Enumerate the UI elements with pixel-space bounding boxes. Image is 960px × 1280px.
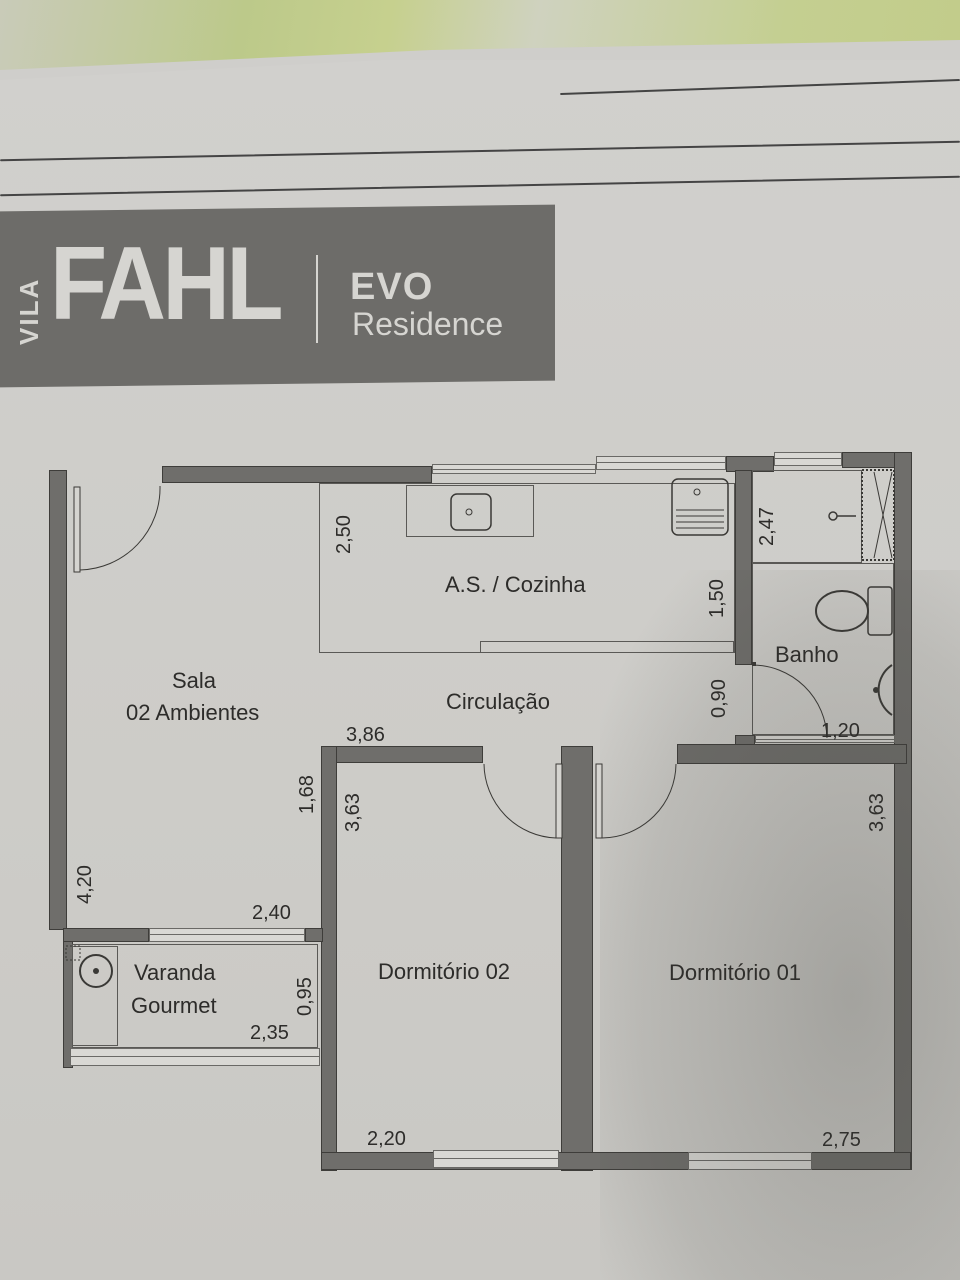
brand-product: EVO — [350, 266, 434, 308]
wall-bed2-left — [321, 746, 337, 1171]
dim-kitchen-height: 2,50 — [333, 515, 355, 554]
dim-kitchen-side: 1,50 — [706, 579, 728, 618]
bathroom-sink-icon — [873, 664, 893, 716]
bedroom1-door-swing-icon — [595, 763, 677, 839]
room-label-living: Sala — [172, 668, 217, 693]
wall-top-main — [162, 466, 432, 483]
toilet-icon — [815, 586, 893, 636]
bath-door-swing-icon — [751, 662, 828, 739]
wall-kitchen-bath — [735, 470, 752, 665]
room-label-kitchen: A.S. / Cozinha — [445, 572, 586, 597]
kitchen-counter — [406, 485, 534, 537]
kitchen-counter-bottom — [480, 641, 734, 653]
kitchen-window — [596, 456, 726, 470]
bedroom2-door-swing-icon — [483, 763, 563, 839]
dim-balcony-depth: 0,95 — [294, 977, 316, 1016]
wall-left-upper — [49, 470, 67, 930]
kitchen-window — [432, 464, 596, 474]
balcony-grill-icon — [65, 945, 113, 988]
brand-subtitle: Residence — [352, 306, 504, 342]
bath-window — [774, 452, 842, 466]
brand-divider — [316, 255, 318, 343]
balcony-sliding-door — [149, 928, 305, 942]
dim-bath-door: 0,90 — [708, 679, 730, 718]
room-label-balcony: Varanda — [134, 960, 216, 985]
room-label-bedroom2: Dormitório 02 — [378, 959, 511, 984]
room-label-hall: Circulação — [446, 689, 550, 714]
dim-living-height: 4,20 — [74, 865, 96, 904]
dim-bath-width: 1,20 — [821, 720, 860, 742]
laundry-tank-icon — [671, 478, 729, 536]
wall-between-bedrooms — [561, 746, 593, 1171]
shower-shaft-icon — [861, 469, 895, 561]
dim-bedroom1-height: 3,63 — [866, 793, 888, 832]
bath-door-frame — [755, 735, 895, 743]
dim-balcony-width: 2,35 — [250, 1022, 289, 1044]
dim-living-side: 1,68 — [296, 775, 318, 814]
dim-bedroom2-height: 3,63 — [342, 793, 364, 832]
dim-bath-shower: 2,47 — [756, 507, 778, 546]
brand-name: FAHL — [50, 226, 284, 342]
room-label-living-sub: 02 Ambientes — [126, 700, 260, 725]
room-label-balcony-sub: Gourmet — [131, 993, 217, 1018]
dim-bedroom2-width: 2,20 — [367, 1128, 406, 1150]
dim-living-width: 2,40 — [252, 902, 291, 924]
kitchen-sink-icon — [450, 493, 492, 531]
bedroom1-window — [688, 1152, 812, 1170]
bedroom2-window — [433, 1150, 559, 1168]
wall-living-balcony-left — [63, 928, 149, 942]
bath-outline — [752, 563, 894, 735]
wall-hall-top-bed1 — [677, 744, 907, 764]
dim-bedroom1-width: 2,75 — [822, 1129, 861, 1151]
room-label-bedroom1: Dormitório 01 — [669, 960, 802, 985]
dim-hall-width: 3,86 — [346, 724, 385, 746]
wall-living-balcony-right — [305, 928, 323, 942]
balcony-counter — [72, 946, 118, 1046]
balcony-railing — [70, 1048, 320, 1066]
room-label-bath: Banho — [775, 642, 839, 667]
shower-head-icon — [828, 511, 856, 521]
entry-door-swing-icon — [73, 485, 161, 573]
